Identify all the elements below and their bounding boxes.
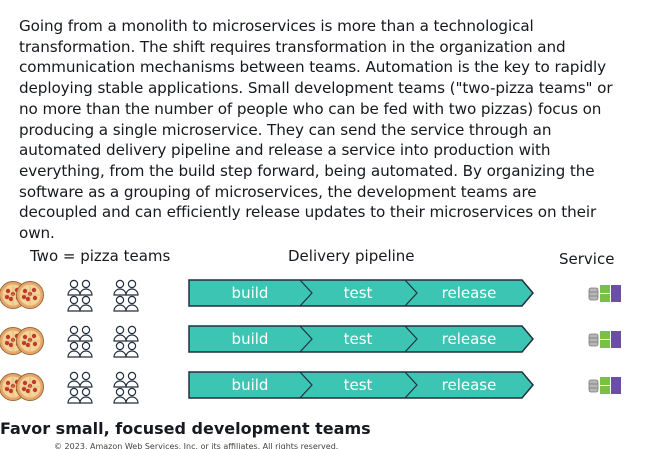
teams-header: Two = pizza teams xyxy=(30,247,171,265)
pipeline-stage-release: release xyxy=(442,330,497,348)
service-blocks-icon xyxy=(588,331,621,348)
people-group-icon xyxy=(67,325,139,358)
pipeline-stage-test: test xyxy=(344,376,373,394)
team-row-1: build test release xyxy=(0,276,652,316)
delivery-pipeline: build test release xyxy=(188,279,534,307)
service-blocks-icon xyxy=(588,377,621,394)
pizza-icon xyxy=(0,327,44,355)
pipeline-header: Delivery pipeline xyxy=(288,247,415,265)
pipeline-stage-build: build xyxy=(232,284,269,302)
intro-paragraph: Going from a monolith to microservices i… xyxy=(19,17,613,243)
pipeline-stage-build: build xyxy=(232,376,269,394)
team-row-3: build test release xyxy=(0,368,652,408)
people-group-icon xyxy=(67,279,139,312)
pipeline-stage-build: build xyxy=(232,330,269,348)
delivery-pipeline: build test release xyxy=(188,325,534,353)
pipeline-stage-release: release xyxy=(442,284,497,302)
people-group-icon xyxy=(67,371,139,404)
copyright-notice: © 2023, Amazon Web Services, Inc. or its… xyxy=(54,442,339,449)
pizza-icon xyxy=(0,281,44,309)
team-row-2: build test release xyxy=(0,322,652,362)
pizza-icon xyxy=(0,373,44,401)
footer-caption: Favor small, focused development teams xyxy=(0,419,371,438)
service-header: Service xyxy=(559,250,615,268)
pipeline-stage-test: test xyxy=(344,330,373,348)
delivery-pipeline: build test release xyxy=(188,371,534,399)
pipeline-stage-test: test xyxy=(344,284,373,302)
service-blocks-icon xyxy=(588,285,621,302)
pipeline-stage-release: release xyxy=(442,376,497,394)
